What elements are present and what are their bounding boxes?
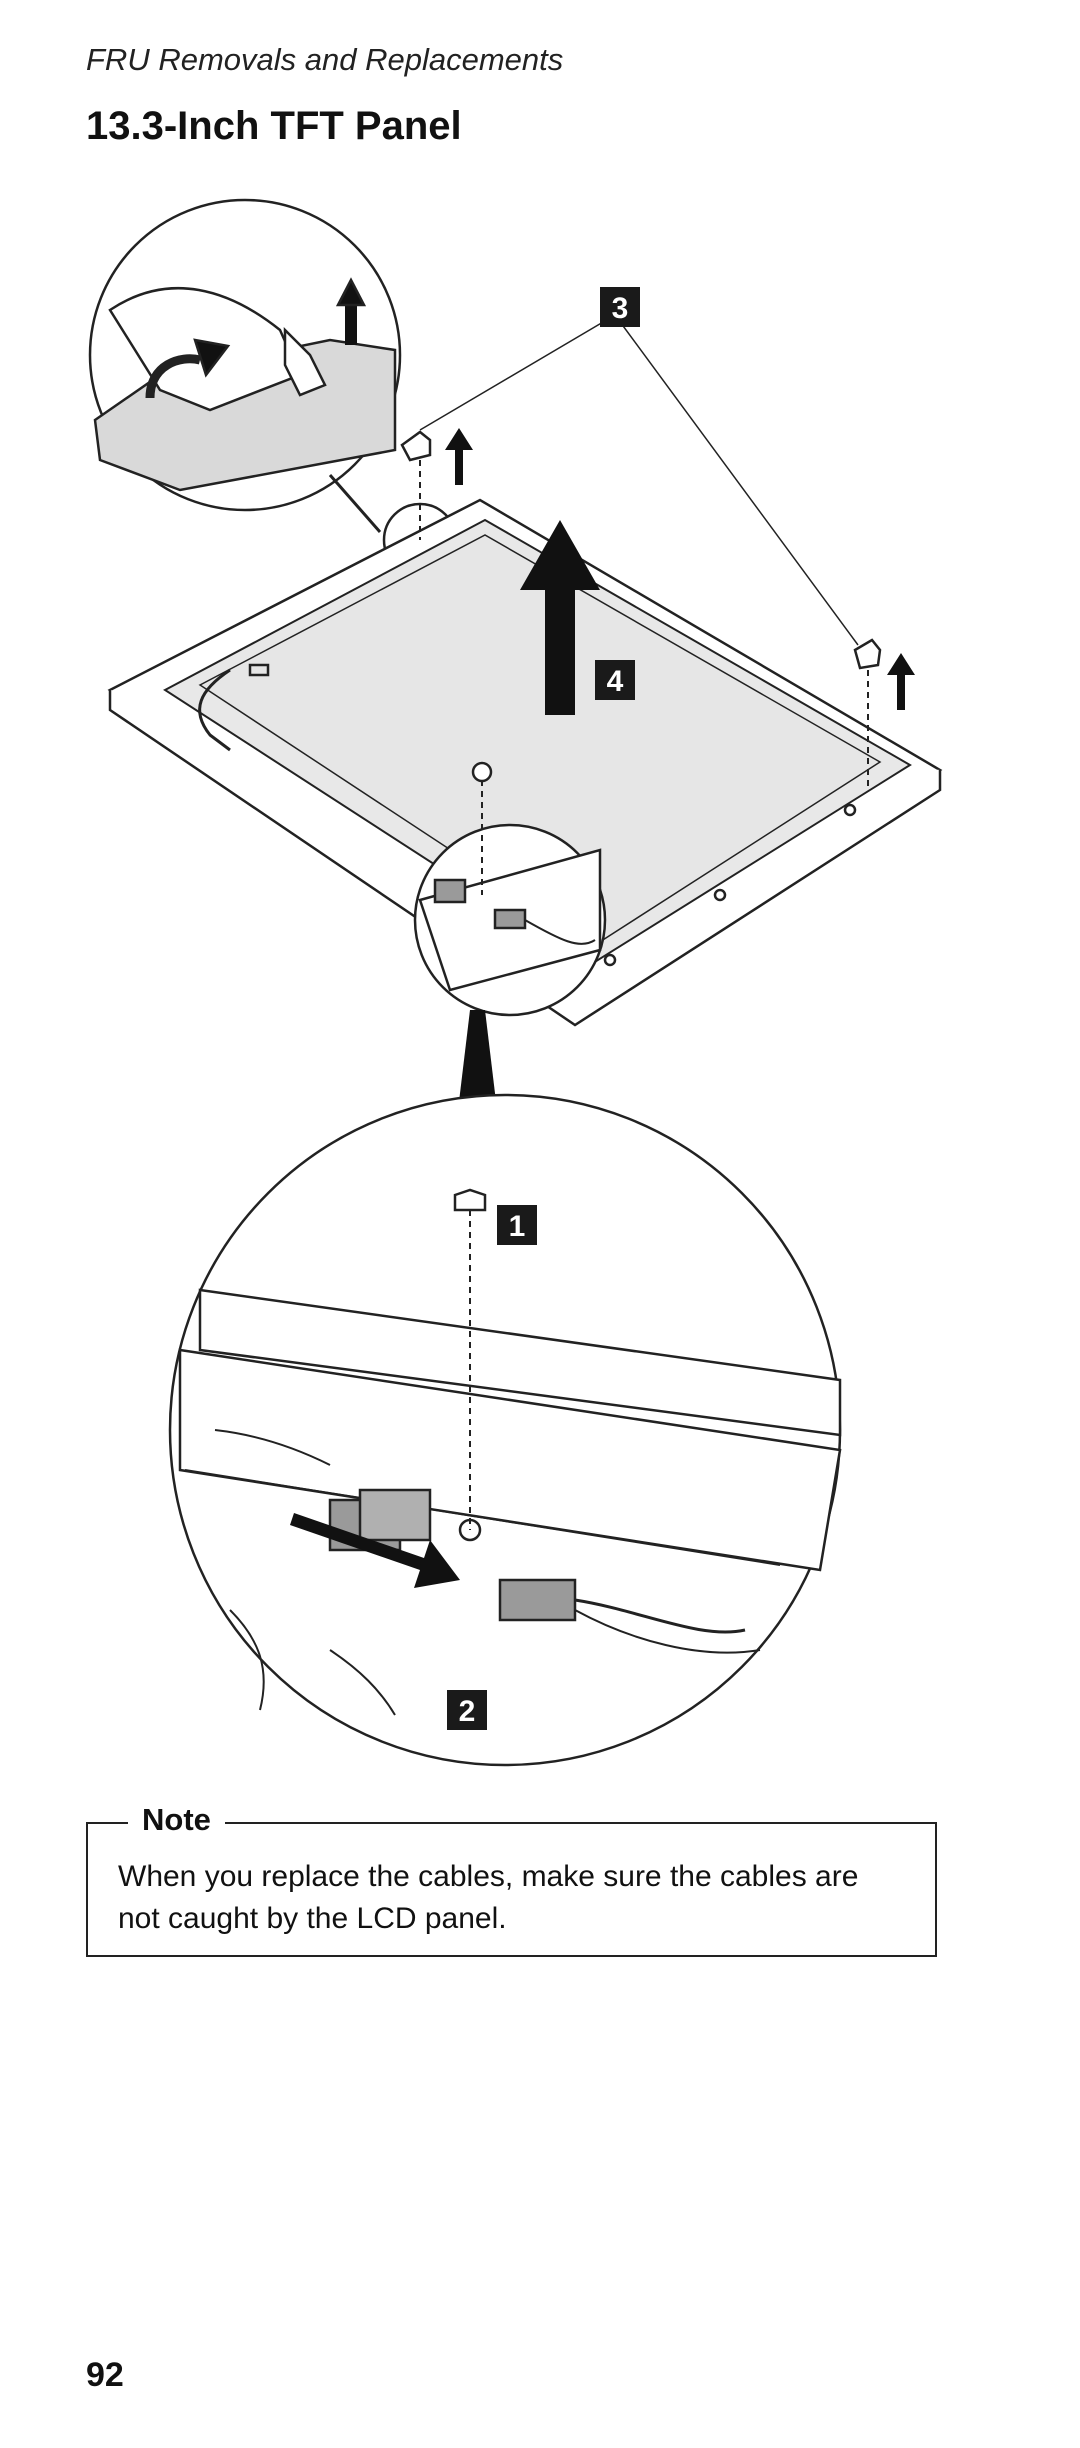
callout-badge-2: 2 [447,1690,487,1730]
hinge-detail-callout [88,198,402,533]
callout-badge-4: 4 [595,660,635,700]
direction-arrows [290,428,915,1588]
page-title: 13.3-Inch TFT Panel [86,104,462,148]
connector-detail-callout [413,761,607,1017]
lcd-panel-assembly [107,498,943,1027]
callout-badge-1: 1 [497,1205,537,1245]
note-label: Note [128,1802,225,1838]
running-header: FRU Removals and Replacements [86,42,564,77]
assembly-illustration: 3 4 1 2 [88,198,943,1767]
callout-4-label: 4 [607,665,624,698]
connector-closeup-callout [168,1093,842,1767]
callout-2-label: 2 [459,1695,476,1728]
callout-3-label: 3 [612,292,629,325]
page-number: 92 [86,2356,124,2394]
note-box: Note When you replace the cables, make s… [86,1802,937,1957]
callout-badge-3: 3 [600,287,640,327]
callout-1-label: 1 [509,1210,526,1243]
note-text: When you replace the cables, make sure t… [118,1860,859,1935]
